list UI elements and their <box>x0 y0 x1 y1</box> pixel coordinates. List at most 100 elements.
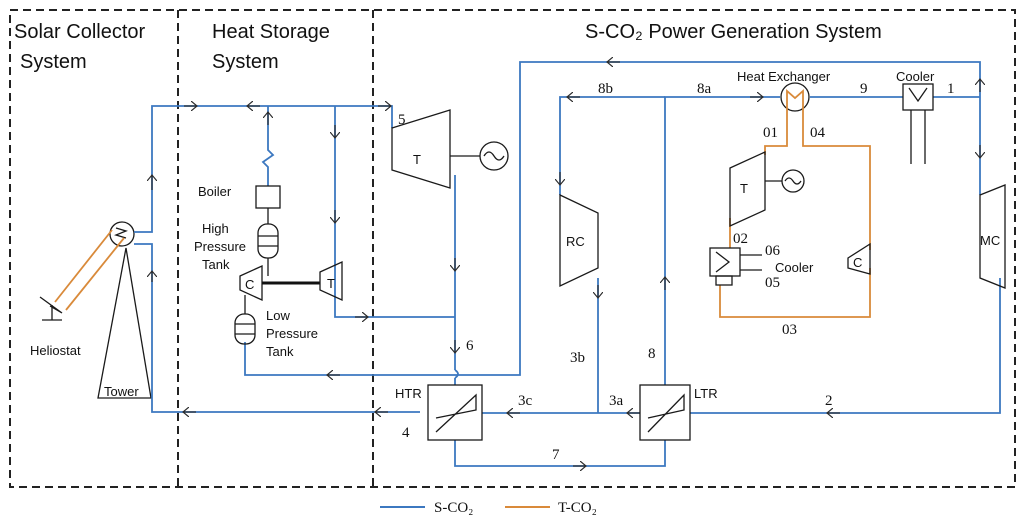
t-co2-generator-wave <box>784 177 802 185</box>
point-4: 4 <box>402 425 410 441</box>
power-title: S-CO₂ Power Generation System <box>585 21 882 43</box>
tower-shape <box>97 247 152 399</box>
high-pressure-tank-icon <box>257 223 279 259</box>
main-turbine: T <box>391 109 509 189</box>
tpipe-03 <box>719 268 871 318</box>
pipe-htr-to-ltr-7 <box>454 440 666 467</box>
storage-compressor-label: C <box>245 277 254 292</box>
storage-compressor-shape <box>239 264 263 302</box>
point-3b: 3b <box>570 350 585 366</box>
tower-label: Tower <box>104 384 139 399</box>
storage-title-line2: System <box>212 51 279 73</box>
t-co2-compressor-label: C <box>853 255 862 270</box>
pipe-zigzag <box>261 135 275 186</box>
point-03: 03 <box>782 322 797 338</box>
point-6: 6 <box>466 338 474 354</box>
mc-shape <box>979 184 1006 289</box>
t-co2-turbine-shape <box>729 150 766 228</box>
pipe-return-to-receiver <box>134 243 420 413</box>
section-boundaries <box>9 9 1016 488</box>
main-turbine-label: T <box>413 152 421 167</box>
flow-arrows <box>152 62 980 466</box>
pipe-mc-to-ltr-2 <box>690 278 1001 414</box>
heat-exchanger-label: Heat Exchanger <box>737 69 831 84</box>
heliostat-mirror <box>39 296 63 314</box>
recuperators: HTR LTR <box>395 384 718 441</box>
s-co2-pipes <box>134 61 1001 467</box>
heat-exchanger-icon <box>780 82 810 112</box>
main-compressor: MC <box>979 184 1006 289</box>
point-8b: 8b <box>598 81 613 97</box>
storage-title-line1: Heat Storage <box>212 21 330 43</box>
ray-1 <box>54 229 113 303</box>
point-04: 04 <box>810 125 826 141</box>
point-1: 1 <box>947 81 955 97</box>
point-01: 01 <box>763 125 778 141</box>
receiver-icon <box>109 221 135 247</box>
point-2: 2 <box>825 393 833 409</box>
top-cooler: Cooler <box>896 69 935 164</box>
recompressor: RC <box>559 193 599 288</box>
point-3c: 3c <box>518 393 533 409</box>
pipe-crossover-arc <box>454 369 459 379</box>
receiver-coil <box>114 227 128 239</box>
ray-2 <box>65 237 125 311</box>
high-tank-label-3: Tank <box>202 257 230 272</box>
solar-title-line2: System <box>20 51 87 73</box>
low-tank-label-2: Pressure <box>266 326 318 341</box>
low-pressure-tank-icon <box>234 313 256 345</box>
pipe-lowtank-to-top <box>244 61 981 376</box>
tpipe-01 <box>764 126 788 155</box>
point-3a: 3a <box>609 393 624 409</box>
main-generator-wave <box>483 151 505 161</box>
ltr-label: LTR <box>694 386 718 401</box>
high-tank-label-1: High <box>202 221 229 236</box>
mc-label: MC <box>980 233 1000 248</box>
t-co2-turbine-label: T <box>740 181 748 196</box>
main-generator-icon <box>479 141 509 171</box>
point-5: 5 <box>398 112 406 128</box>
solar-collector: Heliostat Tower <box>30 221 152 399</box>
legend-s-co2-label: S-CO₂ <box>434 500 473 516</box>
heat-storage-components: Boiler High Pressure Tank Low Pressure T… <box>194 135 343 359</box>
pipe-8b-to-rc <box>559 96 665 195</box>
t-co2-subsystem: T Cooler C <box>709 126 871 318</box>
htr-box <box>427 384 483 441</box>
point-9: 9 <box>860 81 868 97</box>
solar-title-line1: Solar Collector <box>14 21 146 43</box>
pipe-storage-to-6 <box>334 275 455 318</box>
mid-cooler-label: Cooler <box>775 260 814 275</box>
ltr-box <box>639 384 691 441</box>
heat-exchanger: Heat Exchanger <box>737 69 831 126</box>
top-cooler-label: Cooler <box>896 69 935 84</box>
state-points: 1 2 3a 3b 3c 4 5 6 7 8 8a 8b 9 01 02 03 … <box>398 81 955 463</box>
main-turbine-shape <box>391 109 451 189</box>
point-05: 05 <box>765 275 780 291</box>
legend: S-CO₂ T-CO₂ <box>380 500 597 516</box>
boiler-label: Boiler <box>198 184 232 199</box>
t-co2-compressor-shape <box>847 242 871 275</box>
storage-turbine-label: T <box>327 276 335 291</box>
rc-shape <box>559 193 599 288</box>
low-tank-label-3: Tank <box>266 344 294 359</box>
point-7: 7 <box>552 447 560 463</box>
legend-t-co2-label: T-CO₂ <box>558 500 597 516</box>
point-8: 8 <box>648 346 656 362</box>
mid-cooler-base <box>715 275 733 286</box>
t-co2-generator-icon <box>781 169 805 193</box>
ltr-symbol <box>647 393 685 433</box>
point-06: 06 <box>765 243 781 259</box>
hx-t-coil <box>786 89 804 126</box>
mid-cooler-box <box>709 247 741 277</box>
htr-symbol <box>435 393 477 433</box>
storage-turbine-shape <box>319 260 343 302</box>
top-cooler-box <box>902 83 934 111</box>
low-tank-label-1: Low <box>266 308 290 323</box>
htr-label: HTR <box>395 386 422 401</box>
pipe-receiver-to-turbine <box>134 105 393 233</box>
tpipe-04 <box>802 126 871 250</box>
point-8a: 8a <box>697 81 712 97</box>
boiler-box <box>255 185 281 209</box>
mid-cooler-symbol <box>715 251 731 273</box>
